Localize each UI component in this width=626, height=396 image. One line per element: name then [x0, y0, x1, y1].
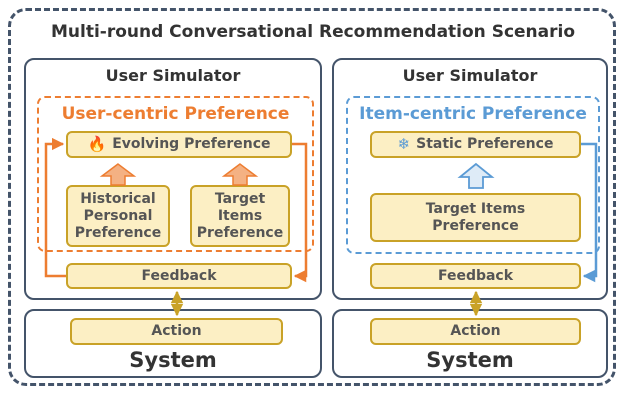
- historical-personal-preference-label: Historical Personal Preference: [74, 190, 162, 241]
- diagram-title: Multi-round Conversational Recommendatio…: [50, 22, 576, 42]
- user-centric-preference-label: User-centric Preference: [61, 104, 290, 124]
- target-to-static-up-arrow: [457, 162, 495, 189]
- snowflake-icon: ❄: [397, 135, 411, 153]
- fire-icon: 🔥: [87, 135, 107, 153]
- left-user-simulator-label: User Simulator: [105, 66, 241, 85]
- static-preference-box: ❄ Static Preference: [370, 131, 581, 158]
- left-feedback-label: Feedback: [141, 267, 217, 284]
- evolving-preference-label: Evolving Preference: [112, 136, 271, 152]
- right-system-label: System: [426, 348, 514, 372]
- right-target-items-preference-box: Target Items Preference: [370, 193, 581, 242]
- left-target-items-preference-box: Target Items Preference: [190, 185, 290, 247]
- item-centric-preference-group: Item-centric Preference: [346, 96, 600, 254]
- left-action-box: Action: [70, 318, 283, 345]
- user-centric-preference-group: User-centric Preference: [37, 96, 314, 252]
- target-up-arrow: [221, 163, 259, 186]
- right-action-box: Action: [370, 318, 581, 345]
- right-action-label: Action: [450, 323, 501, 339]
- right-target-items-preference-label: Target Items Preference: [425, 200, 526, 234]
- left-target-items-preference-label: Target Items Preference: [196, 190, 284, 241]
- feedback-to-evolving-arrow: [44, 137, 66, 278]
- left-user-simulator-panel: User Simulator: [24, 58, 322, 300]
- evolving-to-feedback-arrow: [292, 142, 308, 283]
- scenario-frame: [8, 8, 616, 386]
- historical-up-arrow: [99, 163, 137, 186]
- right-feedback-box: Feedback: [370, 263, 581, 289]
- left-action-label: Action: [151, 323, 202, 339]
- evolving-preference-box: 🔥 Evolving Preference: [66, 131, 292, 158]
- right-user-simulator-label: User Simulator: [402, 66, 538, 85]
- left-system-label: System: [129, 348, 217, 372]
- left-feedback-box: Feedback: [66, 263, 292, 289]
- item-centric-preference-label: Item-centric Preference: [359, 104, 587, 124]
- static-preference-label: Static Preference: [416, 136, 554, 152]
- static-to-feedback-arrow: [581, 142, 598, 283]
- historical-personal-preference-box: Historical Personal Preference: [66, 185, 170, 247]
- right-feedback-label: Feedback: [437, 267, 514, 284]
